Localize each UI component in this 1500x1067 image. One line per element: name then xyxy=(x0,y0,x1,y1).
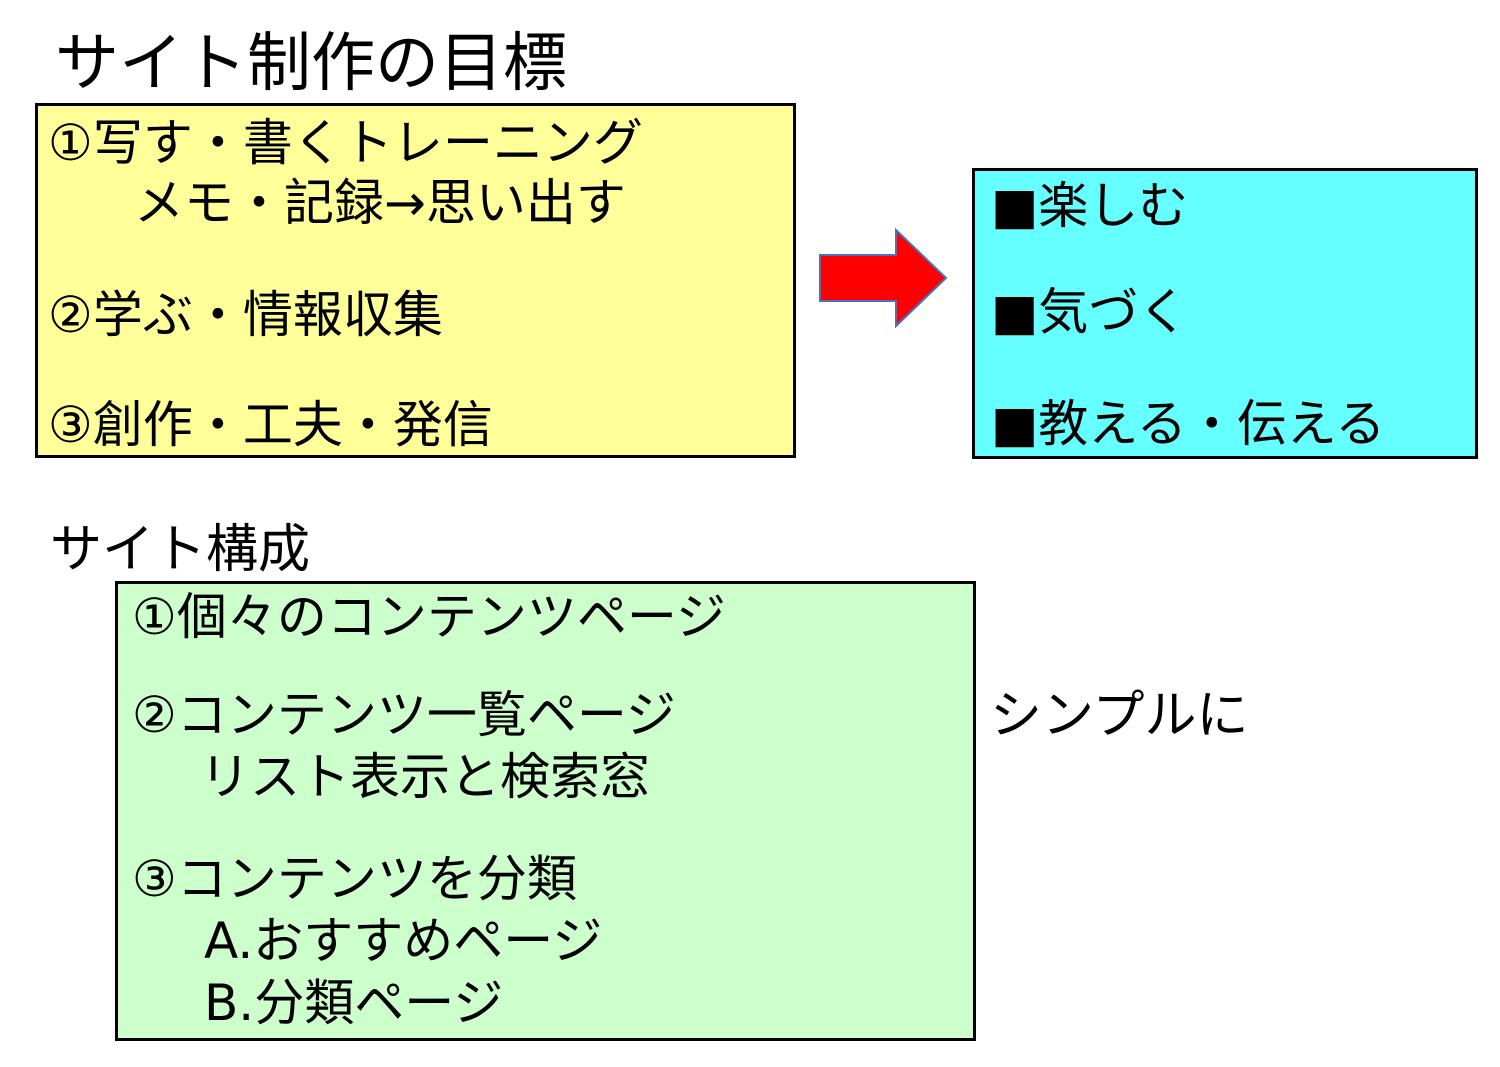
goal-item-3: ③創作・工夫・発信 xyxy=(48,396,493,454)
simplicity-note: シンプルに xyxy=(990,686,1249,746)
outcomes-box: ■楽しむ ■気づく ■教える・伝える xyxy=(972,168,1478,459)
structure-item-3-line-1: ③コンテンツを分類 xyxy=(132,850,577,908)
goals-title: サイト制作の目標 xyxy=(55,27,567,101)
structure-item-3-sub-a: A.おすすめページ xyxy=(204,912,603,970)
structure-item-3-sub-b: B.分類ページ xyxy=(204,974,504,1032)
structure-box: ①個々のコンテンツページ ②コンテンツ一覧ページ リスト表示と検索窓 ③コンテン… xyxy=(115,581,976,1041)
structure-item-2-line-2: リスト表示と検索窓 xyxy=(200,748,650,806)
goals-box: ①写す・書くトレーニング メモ・記録→思い出す ②学ぶ・情報収集 ③創作・工夫・… xyxy=(35,103,796,458)
outcome-item-1: ■楽しむ xyxy=(991,177,1189,235)
outcome-item-2: ■気づく xyxy=(991,283,1189,341)
arrow-shape xyxy=(819,227,948,329)
goal-item-1-line-1: ①写す・書くトレーニング xyxy=(48,114,643,172)
outcome-item-3: ■教える・伝える xyxy=(991,395,1386,453)
structure-item-1: ①個々のコンテンツページ xyxy=(132,588,726,646)
structure-item-2-line-1: ②コンテンツ一覧ページ xyxy=(132,686,676,744)
right-arrow-icon xyxy=(819,227,948,329)
structure-title: サイト構成 xyxy=(50,520,311,580)
goal-item-1-line-2: メモ・記録→思い出す xyxy=(134,174,626,232)
goal-item-2: ②学ぶ・情報収集 xyxy=(48,286,443,344)
